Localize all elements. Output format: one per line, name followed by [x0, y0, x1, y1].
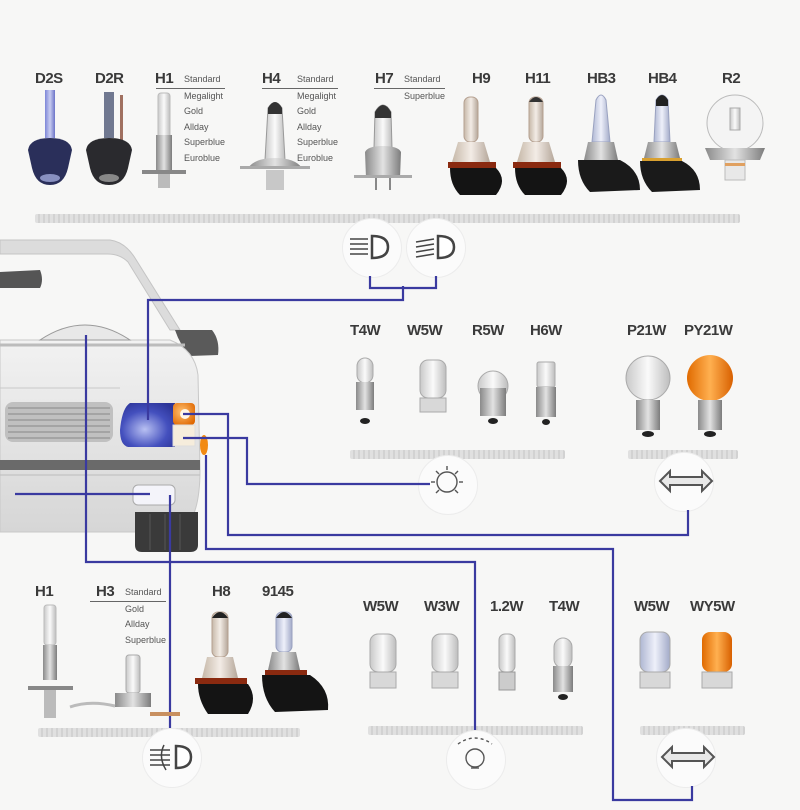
bulb-image-t4w	[356, 357, 374, 424]
parking-light-icon	[431, 466, 463, 494]
bulb-label-t4w-interior: T4W	[549, 598, 580, 615]
bulb-image-h1	[142, 92, 186, 188]
bulb-label-h1-fog: H1	[35, 583, 54, 600]
wire-headlamp	[146, 286, 405, 420]
bulb-label-h11: H11	[525, 70, 551, 87]
bulb-label-d2s: D2S	[35, 70, 63, 87]
high-beam-headlight-icon	[415, 234, 456, 260]
bulb-image-1-2w	[498, 633, 516, 691]
bulb-image-w5w-interior	[369, 633, 397, 689]
bulb-label-h6w: H6W	[530, 322, 562, 339]
bulb-image-w5w-repeater	[639, 631, 671, 689]
side-light-shelf	[350, 450, 565, 459]
bulb-label-w5w-interior: W5W	[363, 598, 399, 615]
bulb-label-w5w: W5W	[407, 322, 443, 339]
wiring-lines	[15, 276, 694, 802]
bulb-image-h4	[240, 102, 310, 190]
h7-variants: Standard Superblue	[374, 72, 446, 104]
bulb-label-9145: 9145	[262, 583, 294, 600]
low-beam-headlight-icon	[350, 234, 390, 260]
bulb-label-h7: H7	[375, 70, 394, 87]
bulb-label-r2: R2	[722, 70, 741, 87]
h1-variants: Standard Megalight Gold Allday Superblue…	[156, 72, 226, 166]
bulb-label-w5w-repeater: W5W	[634, 598, 670, 615]
wire-front-indicator	[183, 412, 690, 537]
bulb-image-d2s	[28, 90, 72, 185]
top-shelf	[35, 214, 740, 223]
bulb-image-hb3	[578, 94, 640, 192]
bulb-image-wy5w	[701, 632, 733, 689]
turn-signal-arrows-icon	[660, 744, 716, 770]
h4-variants: Standard Megalight Gold Allday Superblue…	[262, 72, 339, 166]
bulb-image-h1-fog	[28, 604, 73, 718]
bulb-image-hb4	[640, 94, 700, 192]
turn-signal-arrows-icon	[658, 468, 714, 494]
bulb-label-h9: H9	[472, 70, 491, 87]
bulb-label-wy5w: WY5W	[690, 598, 735, 615]
bulb-label-py21w: PY21W	[684, 322, 733, 339]
wire-parking-light	[183, 436, 430, 486]
bulb-label-h8: H8	[212, 583, 231, 600]
bulb-image-h6w	[536, 361, 556, 425]
bulb-image-9145	[262, 611, 329, 712]
bulb-image-w5w-mid	[419, 359, 447, 413]
fog-light-icon	[150, 744, 193, 771]
bulb-label-1-2w: 1.2W	[490, 598, 524, 615]
dashboard-light-icon	[457, 737, 493, 769]
bulb-label-w3w: W3W	[424, 598, 460, 615]
bulb-image-p21w	[625, 355, 671, 437]
bulb-image-t4w-interior	[553, 637, 573, 700]
bulb-image-h8	[195, 611, 253, 714]
car-front-illustration	[0, 239, 219, 552]
wire-side-repeater	[204, 455, 694, 802]
interior-light-badge	[446, 730, 506, 790]
bulb-image-py21w	[687, 355, 733, 437]
bulb-label-h1: H1	[155, 70, 174, 87]
bulb-image-h11	[513, 96, 567, 195]
bulb-image-r2	[705, 94, 765, 181]
wire-interior-light	[84, 335, 477, 730]
bulb-label-d2r: D2R	[95, 70, 124, 87]
bulb-label-p21w: P21W	[627, 322, 666, 339]
bulb-label-t4w: T4W	[350, 322, 381, 339]
bulb-image-h9	[448, 96, 502, 195]
bulb-image-w3w	[431, 633, 459, 689]
h3-variants: Standard Gold Allday Superblue	[90, 585, 167, 648]
bulb-image-h7	[354, 104, 412, 190]
bulb-label-hb4: HB4	[648, 70, 677, 87]
bulb-image-d2r	[86, 92, 132, 185]
wire-headlamp-bracket	[368, 276, 438, 290]
bulb-label-hb3: HB3	[587, 70, 616, 87]
bulb-label-h4: H4	[262, 70, 281, 87]
bulb-image-r5w	[477, 370, 509, 424]
bulb-image-h3	[69, 654, 180, 716]
bulb-label-h3: H3	[96, 583, 115, 600]
bulb-label-r5w: R5W	[472, 322, 504, 339]
